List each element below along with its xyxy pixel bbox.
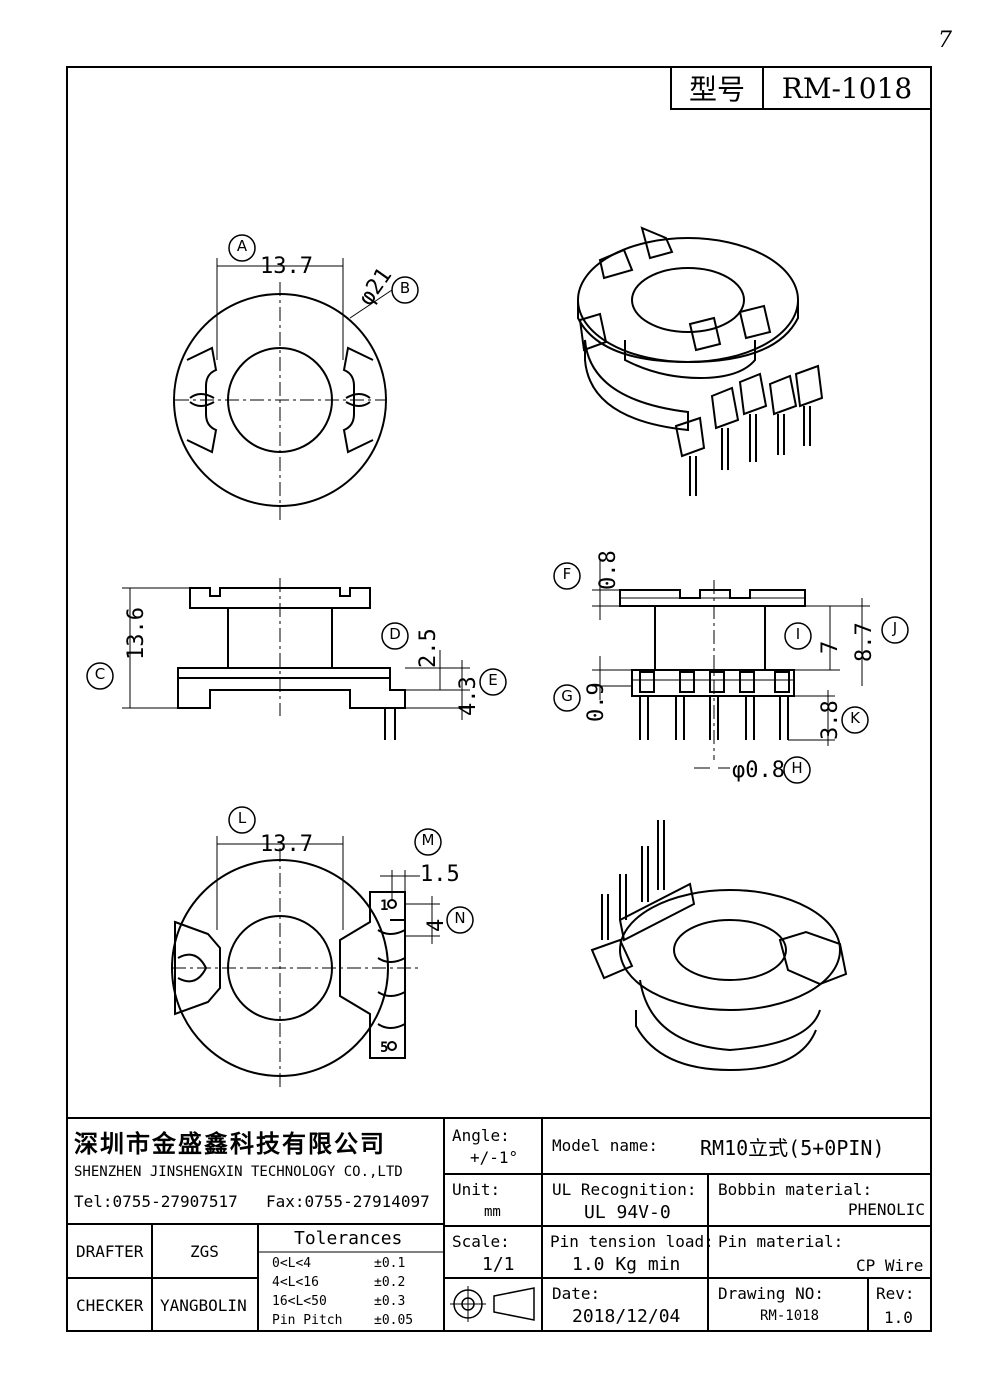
side-view (592, 560, 870, 769)
scale-label: Scale: (452, 1232, 510, 1251)
tol-value-3: ±0.3 (374, 1294, 406, 1309)
pin-tension-label: Pin tension load: (550, 1232, 714, 1251)
iso-pins-1 (674, 364, 824, 496)
iso-view-top (577, 226, 824, 496)
company-name-en: SHENZHEN JINSHENGXIN TECHNOLOGY CO.,LTD (74, 1164, 403, 1180)
tol-range-2: 4<L<16 (272, 1275, 319, 1290)
drawing-frame (66, 66, 932, 1332)
callout-a: A (236, 237, 248, 255)
callout-n: N (454, 909, 466, 927)
drafter-label: DRAFTER (76, 1242, 144, 1261)
callout-m: M (421, 831, 435, 849)
date-label: Date: (552, 1284, 601, 1303)
unit-value: mm (484, 1204, 501, 1220)
date-value: 2018/12/04 (572, 1306, 681, 1327)
iso-pins-2 (601, 820, 665, 940)
dim-f-value: 0.8 (596, 550, 621, 590)
page-mark: 7 (938, 28, 952, 53)
tol-value-1: ±0.1 (374, 1256, 406, 1271)
rev-label: Rev: (876, 1284, 915, 1303)
checker-name: YANGBOLIN (160, 1296, 247, 1315)
callout-i: I (795, 625, 801, 643)
unit-label: Unit: (452, 1180, 501, 1199)
callout-j: J (892, 619, 898, 637)
callout-l: L (237, 809, 247, 827)
company-fax: Fax:0755-27914097 (266, 1192, 430, 1211)
title-label: 型号 (672, 68, 764, 108)
title-box: 型号 RM-1018 (670, 66, 932, 110)
pin-label-last: 5 (380, 1040, 389, 1056)
model-name-value: RM10立式(5+0PIN) (700, 1136, 885, 1160)
tol-value-4: ±0.05 (374, 1313, 414, 1328)
dim-c-value: 13.6 (124, 607, 149, 660)
top-view (173, 258, 393, 520)
scale-value: 1/1 (482, 1254, 515, 1275)
dim-h-value: φ0.8 (732, 758, 785, 783)
dim-g-value: 0.9 (584, 682, 609, 722)
company-name-cn: 深圳市金盛鑫科技有限公司 (74, 1129, 386, 1158)
pin-material-value: CP Wire (856, 1256, 924, 1275)
dim-i-value: 7 (818, 640, 843, 654)
model-name-label: Model name: (552, 1136, 658, 1155)
dim-e-value: 4.3 (456, 676, 481, 716)
ul-label: UL Recognition: (552, 1180, 697, 1199)
tol-value-2: ±0.2 (374, 1275, 406, 1290)
callout-circles (86, 234, 909, 934)
bobbin-value: PHENOLIC (848, 1200, 926, 1219)
drawing-no-label: Drawing NO: (718, 1284, 824, 1303)
dim-a-value: 13.7 (260, 254, 313, 279)
title-block-grid (66, 1117, 932, 1332)
ul-value: UL 94V-0 (584, 1202, 671, 1223)
pin-tension-value: 1.0 Kg min (572, 1254, 681, 1275)
tolerance-ranges: 0<L<4 4<L<16 16<L<50 Pin Pitch (272, 1254, 342, 1330)
pin-label-first: 1 (380, 898, 389, 914)
drafter-name: ZGS (190, 1242, 219, 1261)
tol-range-3: 16<L<50 (272, 1294, 327, 1309)
tol-range-1: 0<L<4 (272, 1256, 312, 1271)
angle-value: +/-1° (470, 1148, 519, 1167)
callout-c: C (94, 665, 106, 683)
dim-l-value: 13.7 (260, 832, 313, 857)
dim-d-value: 2.5 (416, 628, 441, 668)
checker-label: CHECKER (76, 1296, 144, 1315)
dim-n-value: 4 (424, 918, 449, 932)
callout-d: D (389, 625, 401, 643)
tol-range-4: Pin Pitch (272, 1313, 343, 1328)
dim-j-value: 8.7 (852, 622, 877, 662)
pin-material-label: Pin material: (718, 1232, 844, 1251)
tolerances-title: Tolerances (294, 1228, 403, 1249)
callout-k: K (850, 709, 860, 727)
callout-g: G (561, 687, 573, 705)
company-tel: Tel:0755-27907517 (74, 1192, 238, 1211)
tolerance-values: ±0.1 ±0.2 ±0.3 ±0.05 (374, 1254, 413, 1330)
callout-f: F (562, 565, 572, 583)
callout-e: E (488, 671, 498, 689)
drawing-no-value: RM-1018 (760, 1308, 820, 1324)
callout-b: B (399, 279, 411, 297)
bottom-view (171, 836, 440, 1088)
dim-m-value: 1.5 (420, 862, 460, 887)
iso-view-bottom (590, 820, 848, 1072)
bobbin-label: Bobbin material: (718, 1180, 873, 1199)
callout-h: H (791, 759, 803, 777)
pin-row (639, 671, 790, 740)
dim-k-value: 3.8 (818, 700, 843, 740)
angle-label: Angle: (452, 1126, 510, 1145)
model-code: RM-1018 (781, 71, 913, 105)
front-view (122, 578, 470, 740)
rev-value: 1.0 (884, 1308, 913, 1327)
